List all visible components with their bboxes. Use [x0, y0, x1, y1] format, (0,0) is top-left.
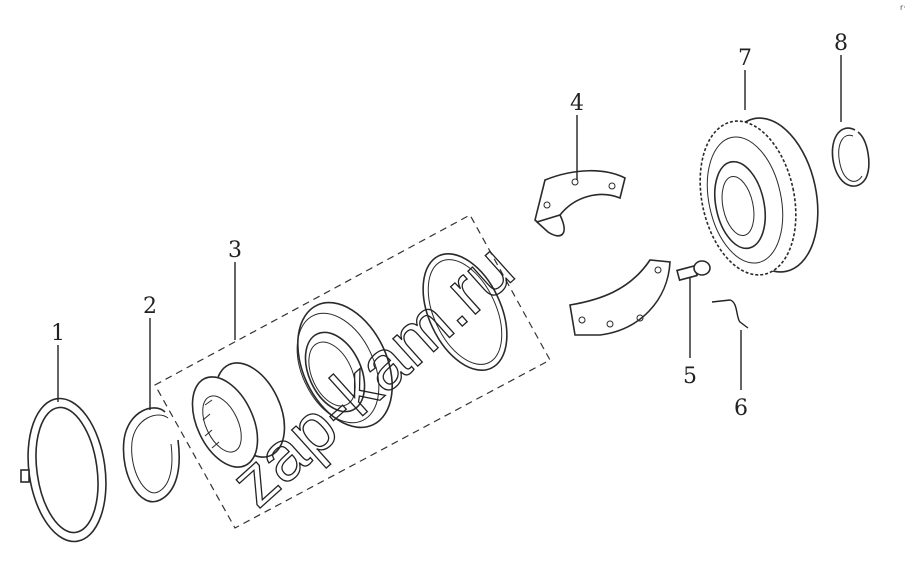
part-8-snap-ring: [831, 127, 870, 187]
part-7-gear: [699, 117, 819, 276]
label-part-7: 7: [738, 46, 752, 71]
part-4-fork-half-upper: [534, 169, 626, 237]
part-4-fork-half-lower: [569, 259, 671, 336]
label-part-1: 1: [51, 321, 65, 346]
part-3-inner-race: [191, 362, 286, 468]
label-part-8: 8: [834, 31, 848, 56]
label-part-6: 6: [734, 396, 748, 421]
part-3-ring: [422, 252, 508, 372]
part-6-spring: [711, 299, 749, 329]
part-1-thrust-washer: [20, 397, 107, 543]
part-5-pin: [676, 260, 711, 282]
corner-mark: r·: [900, 3, 906, 12]
label-part-5: 5: [683, 364, 697, 389]
label-part-2: 2: [143, 294, 157, 319]
label-part-3: 3: [228, 238, 242, 263]
part-2-snap-ring: [122, 407, 180, 503]
part-3-bearing: [296, 301, 393, 429]
label-part-4: 4: [570, 91, 584, 116]
leader-lines: [57, 55, 842, 410]
